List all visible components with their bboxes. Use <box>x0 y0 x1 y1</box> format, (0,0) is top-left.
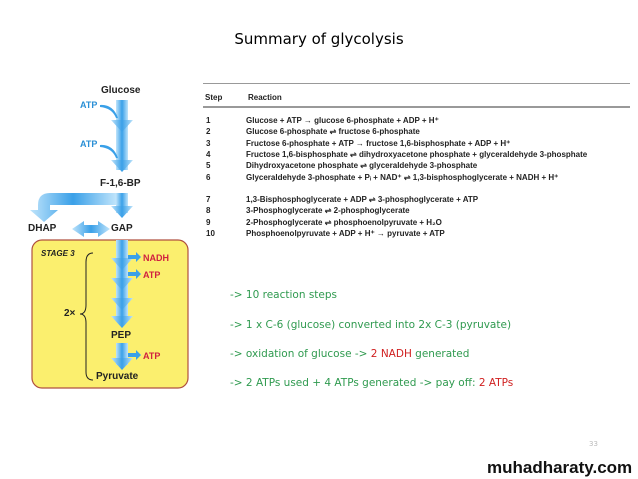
header-step: Step <box>205 93 223 102</box>
slide-title: Summary of glycolysis <box>234 30 404 48</box>
times-label: 2× <box>64 308 76 319</box>
reaction-text: Glucose 6-phosphate ⇌ fructose 6-phospha… <box>246 127 420 137</box>
stage-3-box <box>31 239 189 389</box>
stage-label: STAGE 3 <box>41 249 75 258</box>
reaction-text: 3-Phosphoglycerate ⇌ 2-phosphoglycerate <box>246 206 410 216</box>
f16bp-label: F-1,6-BP <box>100 178 141 189</box>
reaction-text: Glyceraldehyde 3-phosphate + Pᵢ + NAD⁺ ⇌… <box>246 172 559 182</box>
step-number: 7 <box>206 195 211 204</box>
table-header-rule <box>203 106 630 108</box>
pep-label: PEP <box>111 330 132 341</box>
atp-output-label: ATP <box>143 351 161 361</box>
reaction-text: Dihydroxyacetone phosphate ⇌ glyceraldeh… <box>246 161 478 171</box>
step-number: 5 <box>206 161 211 171</box>
glucose-label: Glucose <box>101 85 141 96</box>
step-number: 1 <box>206 116 211 125</box>
dhap-label: DHAP <box>28 223 57 234</box>
watermark: muhadharaty.com <box>487 458 633 477</box>
bullet: -> oxidation of glucose -> 2 NADH genera… <box>230 348 470 360</box>
reaction-text: 1,3-Bisphosphoglycerate + ADP ⇌ 3-phosph… <box>246 195 479 204</box>
table-top-rule <box>203 83 630 84</box>
bracket <box>79 252 94 381</box>
reaction-text: Glucose + ATP → glucose 6-phosphate + AD… <box>246 116 439 125</box>
reaction-text: Phosphoenolpyruvate + ADP + H⁺ → pyruvat… <box>246 228 445 238</box>
reaction-text: Fructose 1,6-bisphosphate ⇌ dihydroxyace… <box>246 149 588 159</box>
header-reaction: Reaction <box>248 93 282 102</box>
step-number: 6 <box>206 172 211 182</box>
reaction-text: Fructose 6-phosphate + ATP → fructose 1,… <box>246 138 511 148</box>
bullet: -> 2 ATPs used + 4 ATPs generated -> pay… <box>230 377 514 389</box>
step-number: 3 <box>206 138 211 148</box>
highlight: 2 ATPs <box>478 377 514 389</box>
step-number: 4 <box>206 149 211 159</box>
step-number: 8 <box>206 206 211 216</box>
step-number: 2 <box>206 127 211 137</box>
bullet: -> 1 x C-6 (glucose) converted into 2x C… <box>230 319 512 331</box>
page-number: 33 <box>589 440 598 448</box>
step-number: 9 <box>206 217 211 227</box>
step-number: 10 <box>206 228 215 238</box>
gap-label: GAP <box>111 223 133 234</box>
atp-input-label: ATP <box>80 139 98 149</box>
reaction-text: 2-Phosphoglycerate ⇌ phosphoenolpyruvate… <box>246 217 442 227</box>
nadh-label: NADH <box>143 253 169 263</box>
pyruvate-label: Pyruvate <box>96 371 139 382</box>
bullet: -> 10 reaction steps <box>230 289 338 301</box>
atp-output-label: ATP <box>143 270 161 280</box>
atp-input-label: ATP <box>80 100 98 110</box>
highlight: 2 NADH <box>370 348 412 360</box>
glycolysis-diagram <box>30 100 189 389</box>
pathway-arrows <box>30 100 133 370</box>
